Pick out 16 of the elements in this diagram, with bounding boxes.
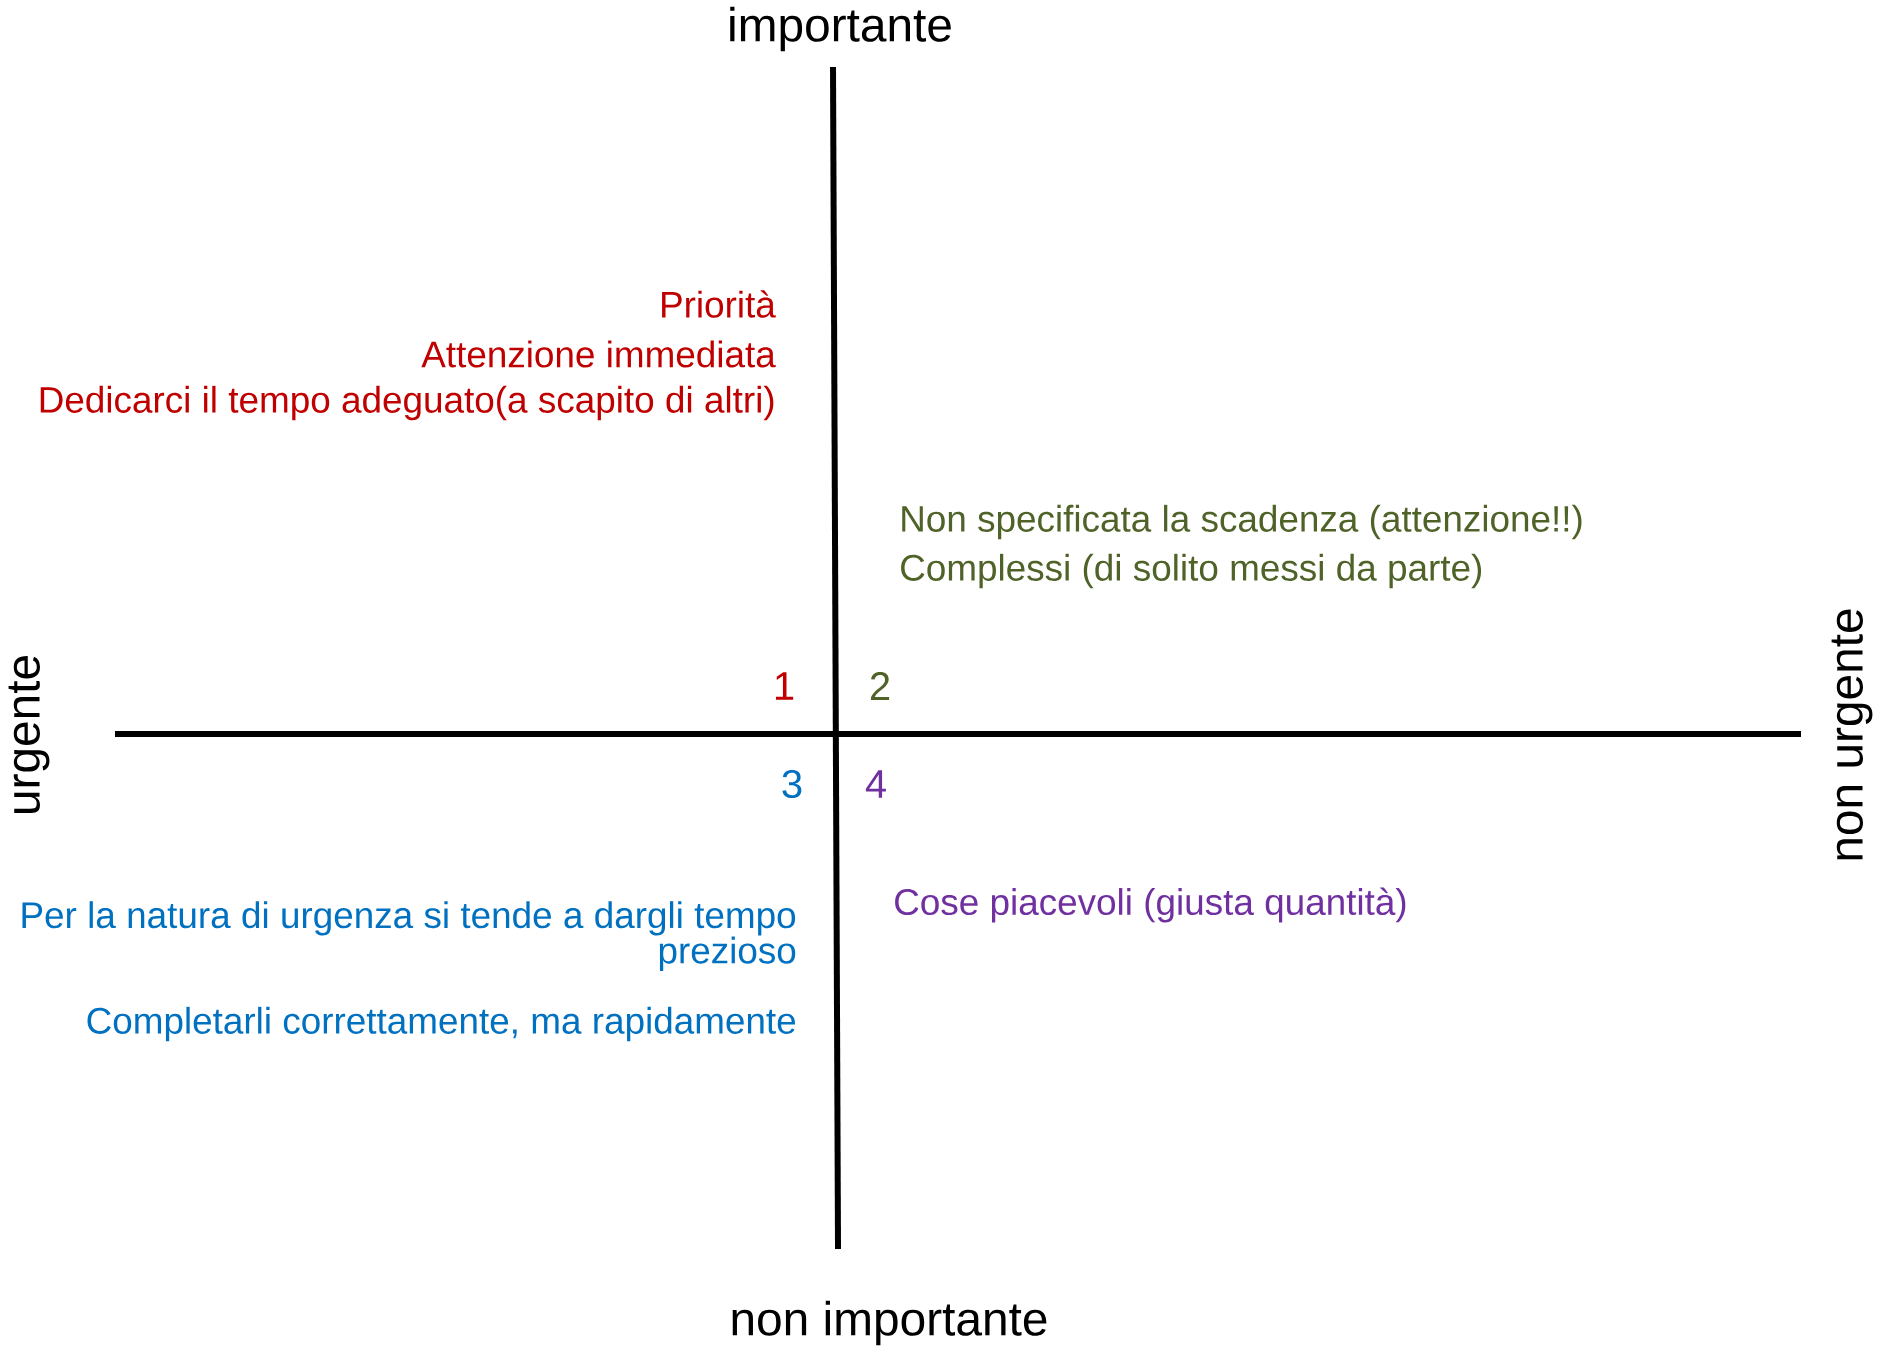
quadrant-note: Per la natura di urgenza si tende a dargli tempo prezioso <box>22 901 796 971</box>
quadrant-note: Attenzione immediata <box>421 340 776 368</box>
axis-label: non urgente <box>1831 609 1873 860</box>
quadrant-note: Dedicarci il tempo adeguato(a scapito di altri) <box>40 385 774 421</box>
quadrant-number: 2 <box>870 672 890 700</box>
quadrant-note: Non specificata la scadenza (attenzione!!) <box>902 504 1582 540</box>
quadrant-note: Cose piacevoli (giusta quantità) <box>895 887 1406 923</box>
axis-label: urgente <box>8 656 50 813</box>
quadrant-number: 3 <box>782 769 802 799</box>
axis-label: importante <box>730 6 951 52</box>
quadrant-note: Completarli correttamente, ma rapidamente <box>87 1006 796 1042</box>
quadrant-note: Complessi (di solito messi da parte) <box>901 553 1482 589</box>
quadrant-number: 4 <box>865 770 886 798</box>
axis-label: non importante <box>732 1300 1047 1346</box>
quadrant-number: 1 <box>775 672 794 700</box>
quadrant-note: Priorità <box>662 290 776 318</box>
